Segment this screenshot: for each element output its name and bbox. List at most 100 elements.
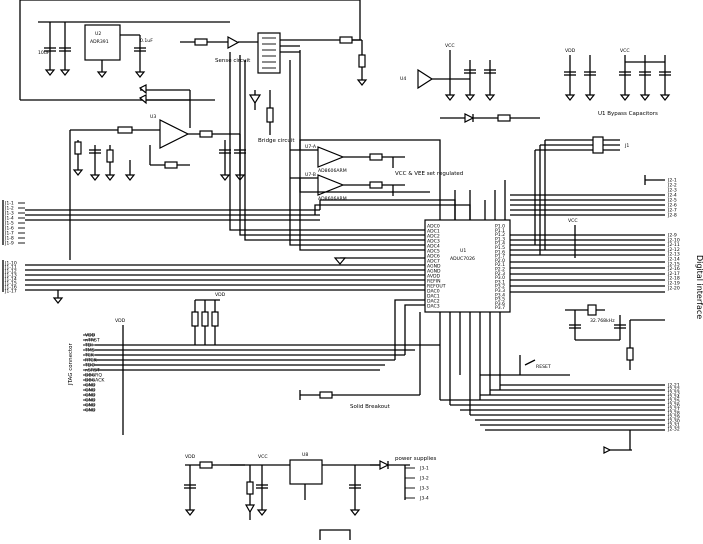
u1-pin-left-label: ADC5 [427,249,440,255]
u1-pin-right-label: P2.2 [495,267,505,273]
j2-pin-label: J2-7 [667,208,677,214]
j2-pin-label: J2-14 [667,257,680,263]
u1-pin-right-label: P3.0 [495,275,505,281]
j2-pin-label: J2-1 [667,178,677,184]
u4-vcc: VCC [445,43,455,49]
solid-breakout-block: Solid Breakout [299,312,421,410]
u7b-part: AD8606ARM [318,196,347,202]
jtag-pin-label: TMS [84,348,95,354]
u1-pin-left-label: ADC4 [427,244,440,250]
u1-pin-left-label: AGND [427,269,441,275]
j2-pin-label: J2-19 [667,281,680,287]
connector-j4 [257,32,281,74]
j2-pin-label: J2-21 [667,383,680,389]
jtag-pin-label: RTCK [85,358,98,364]
j2-pin-label: J2-25 [667,399,680,405]
j1-pin-label: J1-17 [4,289,17,295]
jtag-pin-label: GND [85,393,96,399]
j2-pin-label: J2-11 [667,242,680,248]
u1-pin-right-label: P3.7 [495,305,505,311]
j2-pin-label: J2-31 [667,423,680,429]
u1-pin-left-label: REFOUT [427,284,446,290]
j2-pin-label: J2-2 [667,183,677,189]
jtag-pin-label: GND [85,388,96,394]
u1-pin-right-label: P1.2 [495,232,505,238]
bridge-amp-block: U3 Bridge circuit [69,84,295,260]
u1-pin-right-label: P1.5 [495,245,505,251]
u1-pin-right-label: P3.3 [495,288,505,294]
u1-pin-left-label: AVDD [427,274,441,280]
u1-pin-right-label: P1.7 [495,254,505,260]
u1-pin-left-label: ADC7 [427,259,440,265]
mcu-u1 [424,219,511,313]
u1-left-pins: ADC0ADC1ADC2ADC3ADC4ADC5ADC6ADC7AGNDAGND… [427,224,446,310]
jtag-vdd-label: VDD [115,318,126,324]
jtag-pin-label: TDO [84,363,95,369]
j2-mid-labels: J2-9J2-10J2-11J2-12J2-13J2-14J2-15J2-16J… [667,233,680,292]
j2-pin-label: J2-5 [667,198,677,204]
jtag-pin-label: GND [85,408,96,414]
jtag-connector-label: JTAG connector [68,342,74,386]
j1-pin-label: J1-5 [4,221,14,227]
j1-pin-label: J1-14 [4,277,17,283]
sense-circuit-block: Sense circuit [180,32,368,86]
j2-pin-label: J2-32 [667,427,680,433]
cap-c2-value: 0.1uF [140,38,153,44]
power-supplies-label: power supplies [395,456,437,462]
digital-interface-label: Digital interface [695,255,703,319]
j1-pin-label: J1-9 [4,241,14,247]
j1-pin-label: J1-16 [4,285,17,291]
u1-pin-right-label: P3.6 [495,301,505,307]
power-pin-label: J3-4 [419,496,429,502]
j1-pin-label: J1-4 [4,216,14,222]
j1-pin-label: J1-11 [4,265,17,271]
bypass-title: U1 Bypass Capacitors [598,111,658,117]
j5-label: J1 [624,143,629,149]
j2-pin-label: J2-8 [667,213,677,219]
j2-pin-label: J2-17 [667,271,680,277]
jtag-block: JTAG connector VDDnTRSTTDITMSTCKRTCKTDOn… [68,299,440,435]
j1-pin-label: J1-3 [4,211,14,217]
analog-rails-label: VCC & VEE set regulated [395,171,463,177]
jtag-pin-label: GND [85,383,96,389]
ps-vcc-label: VCC [258,454,268,460]
j2-pin-label: J2-27 [667,407,680,413]
jtag-pin-label: TDI [84,343,93,349]
u1-pin-right-label: P3.5 [495,297,505,303]
power-supply-block: VDD VCC U8 power supplies [184,452,437,540]
j1-pin-label: J1-15 [4,281,17,287]
u1-pin-right-label: P1.4 [495,241,505,247]
power-pin-label: J3-2 [419,476,429,482]
ps-vdd-label: VDD [185,454,196,460]
j1-pin-label: J1-8 [4,236,14,242]
u1-pin-right-label: P2.1 [495,262,505,268]
pullup-resistors: VDD [191,292,226,345]
u1-pin-left-label: DAC0 [427,289,440,295]
j2-pin-label: J2-15 [667,261,680,267]
connector-j5 [592,136,604,154]
u1-name: U1 [460,248,466,254]
left-bus-wires [25,50,471,304]
cap-c1-value: 10uF [38,50,50,56]
bypass-caps-block: U4 VCC VDD VCC U1 Bypass Capacitors [400,43,671,117]
j1-pin-label: J1-1 [4,201,14,207]
j2-pin-label: J2-24 [667,395,680,401]
j2-pin-label: J2-18 [667,276,680,282]
bypass-vdd: VDD [565,48,576,54]
inamp-u3 [159,119,190,149]
jtag-pin-labels: VDDnTRSTTDITMSTCKRTCKTDOnSRSTDBGRQDBGACK… [83,333,105,414]
j1-pin-label: J1-13 [4,273,17,279]
regulator-u8 [289,459,323,485]
comparator-u4 [417,68,434,90]
u7a-name: U7-A [305,144,317,150]
u7b-name: U7-B [305,172,316,178]
crystal-reset-block: 32.768kHz RESET [480,304,665,376]
u1-pin-right-label: P3.1 [495,279,505,285]
jtag-pin-label: VDD [85,333,96,339]
j2-pin-label: J2-16 [667,266,680,272]
power-connector-labels: J3-1J3-2J3-3J3-4 [405,466,429,502]
u1-pin-left-label: AGND [427,264,441,270]
u1-right-pins: P1.0P1.1P1.2P1.3P1.4P1.5P1.6P1.7P2.0P2.1… [495,224,505,312]
jtag-pin-label: nTRST [85,338,100,344]
